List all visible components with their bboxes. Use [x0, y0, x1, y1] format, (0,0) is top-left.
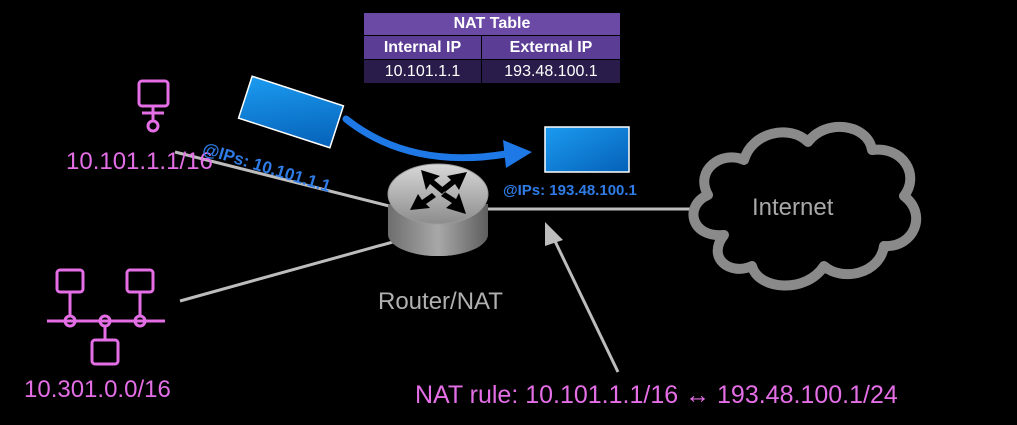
internet-cloud — [688, 121, 921, 291]
translation-arrowhead — [503, 140, 532, 168]
network-icon — [47, 268, 165, 366]
nat-rule-arrowhead — [545, 222, 563, 246]
nat-rule-label: NAT rule: 10.101.1.1/16 ↔ 193.48.100.1/2… — [415, 381, 898, 409]
packet-internal — [237, 75, 345, 149]
router-label: Router/NAT — [378, 288, 503, 315]
nat-table-header-internal: Internal IP — [363, 35, 482, 60]
router-icon — [387, 163, 489, 256]
host-address-label: 10.101.1.1/16 — [66, 148, 213, 175]
computer-icon — [137, 79, 170, 133]
nat-table-header-external: External IP — [481, 35, 621, 60]
network-address-label: 10.301.0.0/16 — [24, 376, 171, 403]
nat-table-title: NAT Table — [363, 12, 621, 36]
internet-label: Internet — [752, 194, 834, 221]
link-host-router — [174, 150, 406, 212]
nat-table-cell-external-ip: 193.48.100.1 — [481, 59, 621, 84]
packet-external-label: @IPs: 193.48.100.1 — [503, 182, 637, 199]
link-network-router — [179, 238, 401, 303]
nat-table-row: 10.101.1.1 193.48.100.1 — [363, 59, 621, 84]
packet-external — [544, 126, 630, 173]
nat-rule-arrow — [551, 236, 620, 373]
translation-arrow — [342, 115, 510, 162]
nat-table-cell-internal-ip: 10.101.1.1 — [363, 59, 482, 84]
nat-table: NAT Table Internal IP External IP 10.101… — [363, 12, 621, 84]
